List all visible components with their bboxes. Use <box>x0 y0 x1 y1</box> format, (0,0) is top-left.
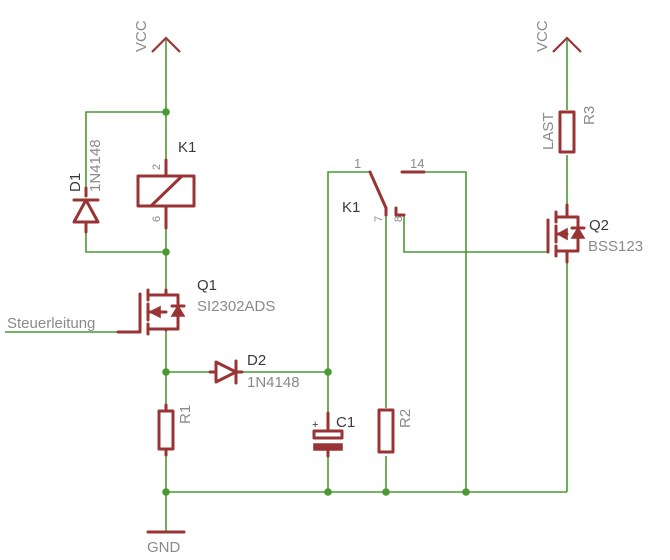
wire-d1-bottom <box>85 232 166 253</box>
relay-coil: K1 2 6 <box>136 139 196 230</box>
q1-value: SI2302ADS <box>197 298 275 315</box>
junction-gnd-r1 <box>162 488 170 496</box>
d1-value: 1N4148 <box>87 139 104 192</box>
q2-value: BSS123 <box>588 238 643 255</box>
wires <box>5 40 568 528</box>
r3-ref: R3 <box>581 106 598 125</box>
junction-q1-d2 <box>162 368 170 376</box>
resistor-r1: R1 <box>157 403 194 457</box>
d2-value: 1N4148 <box>247 374 300 391</box>
relay-pin-14: 14 <box>410 156 424 171</box>
resistor-r3: LAST R3 <box>540 106 598 154</box>
c1-polarity: + <box>312 419 318 431</box>
diode-d1: D1 1N4148 <box>67 139 104 234</box>
relay-coil-ref: K1 <box>178 139 196 156</box>
q2-ref: Q2 <box>589 217 609 234</box>
relay-pin-8: 8 <box>393 216 405 222</box>
junction-gnd-relay <box>462 488 470 496</box>
r3-value: LAST <box>540 112 557 150</box>
wire-relay-no <box>402 171 467 492</box>
junction-coil-d1 <box>162 248 170 256</box>
wire-relay-com <box>327 171 370 413</box>
capacitor-c1: + C1 <box>312 411 355 458</box>
junction-gnd-r2 <box>382 488 390 496</box>
relay-pin-7: 7 <box>373 216 385 222</box>
vcc-left-label: VCC <box>133 20 150 52</box>
relay-switch: K1 1 14 7 8 <box>342 156 426 222</box>
wire-d1-top <box>85 111 166 188</box>
relay-coil-pin-2: 2 <box>151 164 163 170</box>
mosfet-q1: Q1 SI2302ADS <box>116 277 275 336</box>
junction-d2-c1 <box>324 368 332 376</box>
wire-relay-q2-gate <box>403 215 548 253</box>
junction-vcc-d1 <box>162 108 170 116</box>
vcc-right-symbol: VCC <box>534 20 582 53</box>
relay-coil-pin-6: 6 <box>151 216 163 222</box>
junction-gnd-c1 <box>324 488 332 496</box>
resistor-r2: R2 <box>377 408 414 454</box>
vcc-left-symbol: VCC <box>133 20 181 53</box>
junctions <box>162 108 470 496</box>
c1-ref: C1 <box>336 414 355 431</box>
d2-ref: D2 <box>247 352 266 369</box>
d1-ref: D1 <box>67 173 84 192</box>
diode-d2: D2 1N4148 <box>208 352 300 391</box>
relay-pin-1: 1 <box>354 156 361 171</box>
relay-switch-ref: K1 <box>342 199 360 216</box>
steuerleitung-label: Steuerleitung <box>7 315 95 332</box>
mosfet-q2: Q2 BSS123 <box>546 203 643 264</box>
r1-ref: R1 <box>177 405 194 424</box>
gnd-label: GND <box>147 539 181 556</box>
r2-ref: R2 <box>397 409 414 428</box>
vcc-right-label: VCC <box>534 20 551 52</box>
q1-ref: Q1 <box>197 277 217 294</box>
gnd-symbol: GND <box>146 528 186 556</box>
